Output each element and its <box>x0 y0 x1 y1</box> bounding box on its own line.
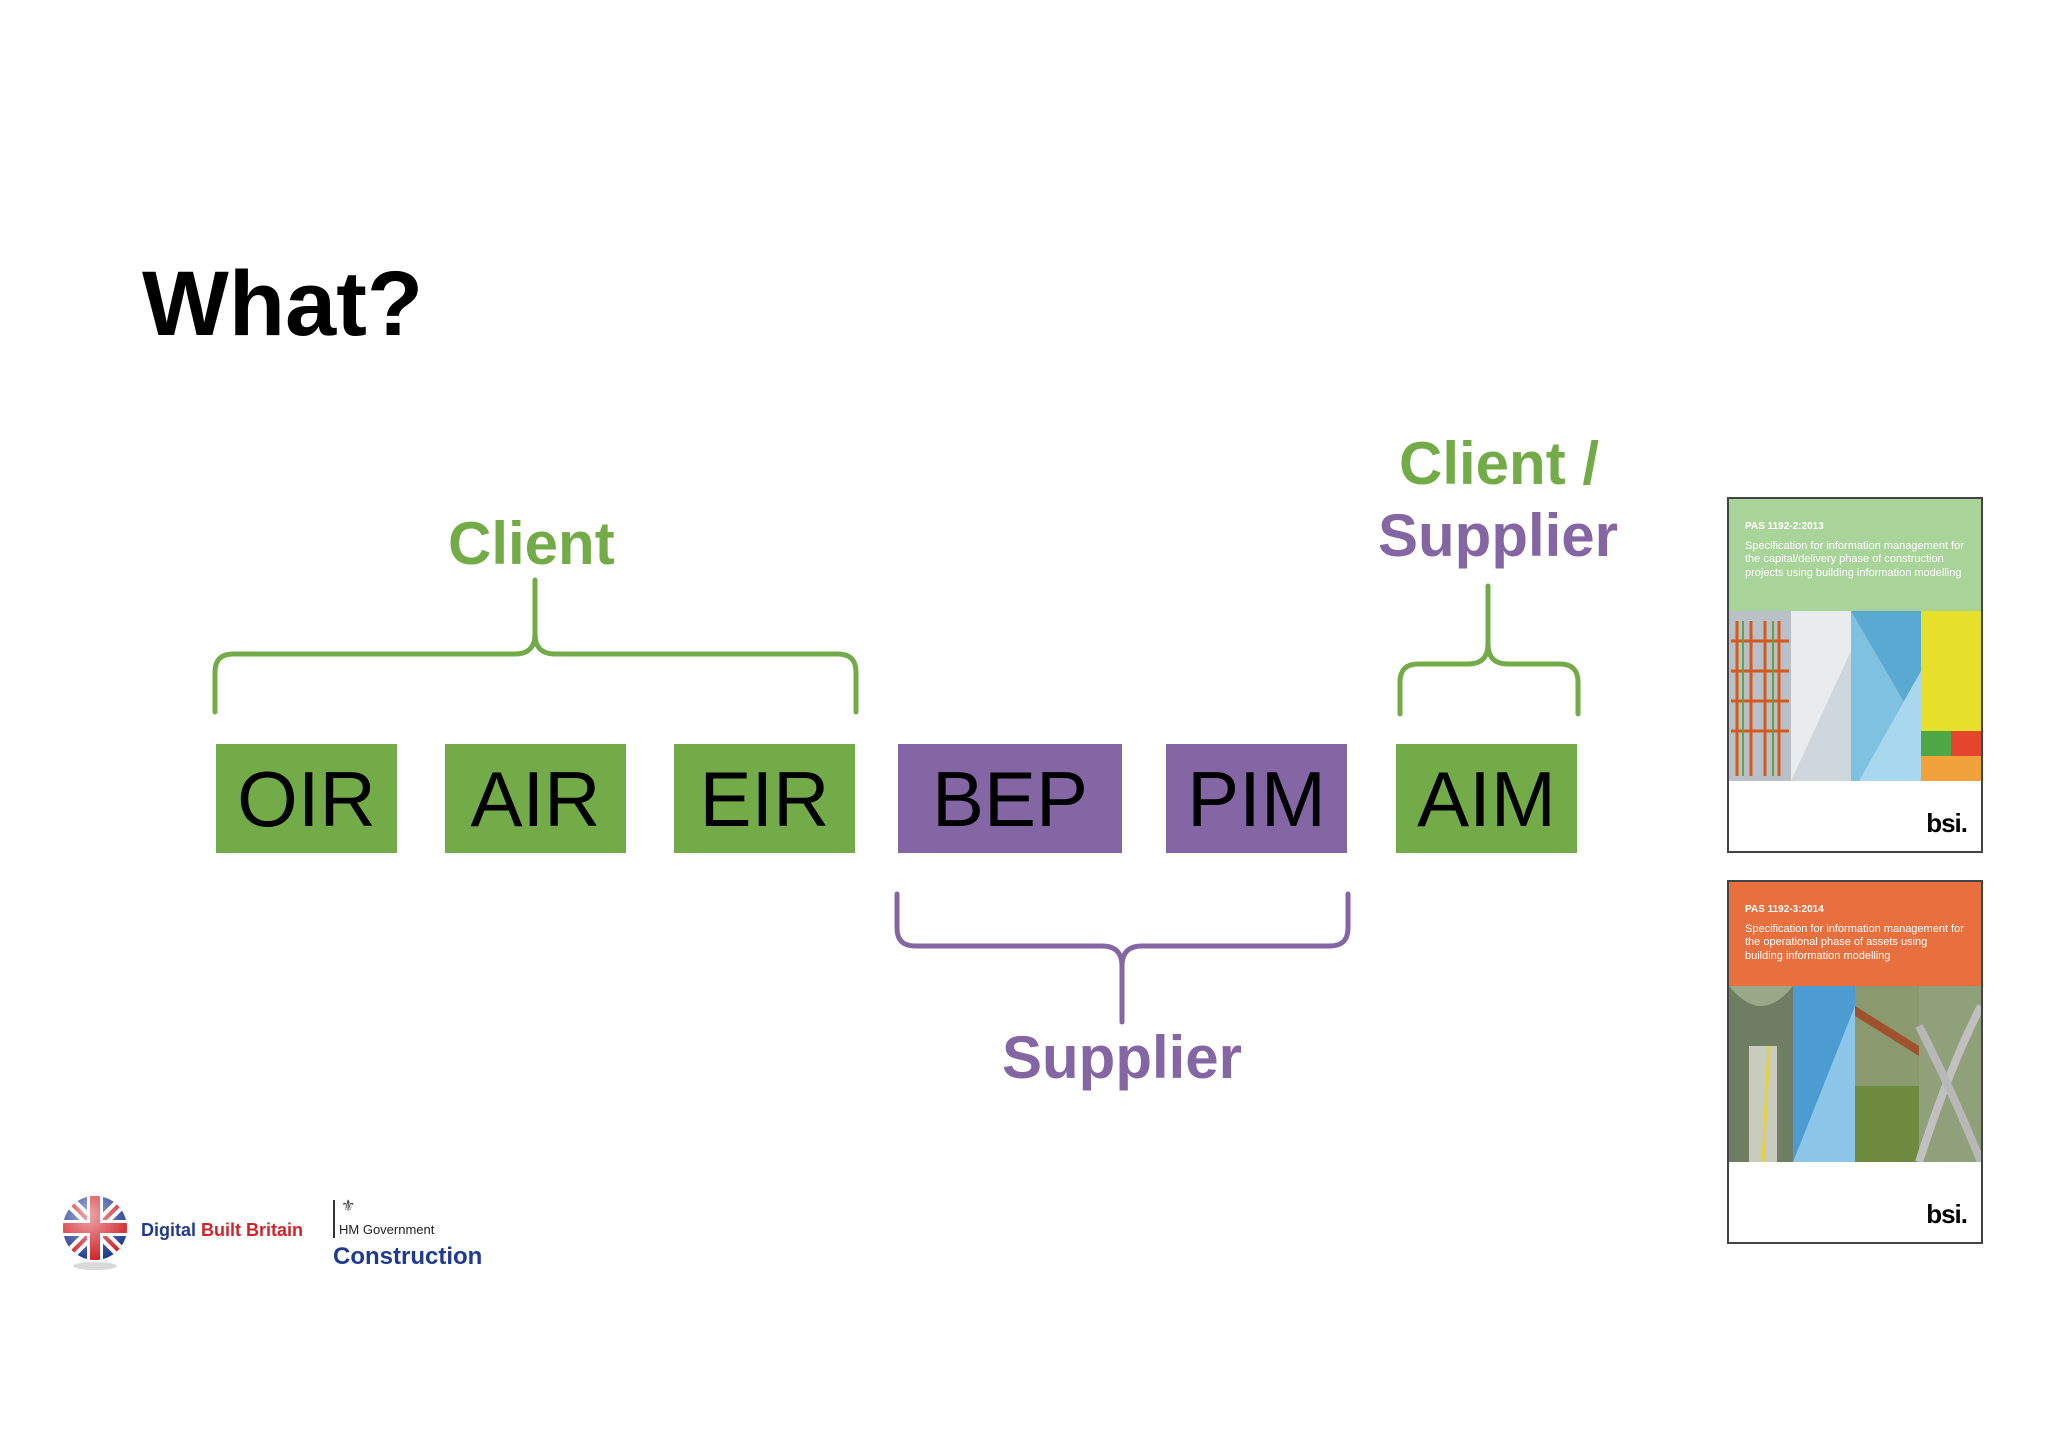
supplier-brace <box>894 891 1351 1025</box>
document-subtitle: Specification for information management… <box>1745 922 1964 963</box>
client-brace <box>212 577 859 715</box>
slide-title: What? <box>142 253 424 355</box>
pas-1192-3-cover: PAS 1192-3:2014 Specification for inform… <box>1727 880 1983 1244</box>
client-slash-label: Client / <box>1399 430 1600 497</box>
supplier-top-label: Supplier <box>1378 502 1619 569</box>
client-label: Client <box>448 510 615 577</box>
bep-box: BEP <box>898 744 1122 853</box>
cover-image <box>1729 611 1981 781</box>
eir-box: EIR <box>674 744 855 853</box>
pim-box: PIM <box>1166 744 1347 853</box>
hmg-divider <box>333 1200 335 1238</box>
construction-logo-text: Construction <box>333 1243 483 1270</box>
hmg-text: HM Government <box>339 1222 435 1237</box>
client-supplier-brace <box>1397 583 1581 717</box>
cover-header-band <box>1729 882 1981 986</box>
bsi-logo: bsi. <box>1926 1199 1968 1229</box>
cover-image <box>1729 986 1981 1162</box>
dbb-built: Built <box>201 1220 242 1240</box>
document-code: PAS 1192-2:2013 <box>1745 521 1824 532</box>
bsi-logo: bsi. <box>1926 808 1968 838</box>
digital-built-britain-logo-text: Digital Built Britain <box>141 1220 303 1241</box>
cover-header-band <box>1729 499 1981 611</box>
supplier-bottom-label: Supplier <box>1002 1024 1243 1091</box>
dbb-digital: Digital <box>141 1220 197 1240</box>
dbb-britain: Britain <box>246 1220 304 1240</box>
document-code: PAS 1192-3:2014 <box>1745 904 1824 915</box>
pas-1192-2-cover: PAS 1192-2:2013 Specification for inform… <box>1727 497 1983 853</box>
document-subtitle: Specification for information management… <box>1745 539 1964 580</box>
union-flag-globe-icon <box>63 1196 127 1270</box>
oir-box: OIR <box>216 744 397 853</box>
air-box: AIR <box>445 744 626 853</box>
aim-box: AIM <box>1396 744 1577 853</box>
royal-crest-icon: ⚜ <box>341 1198 356 1215</box>
